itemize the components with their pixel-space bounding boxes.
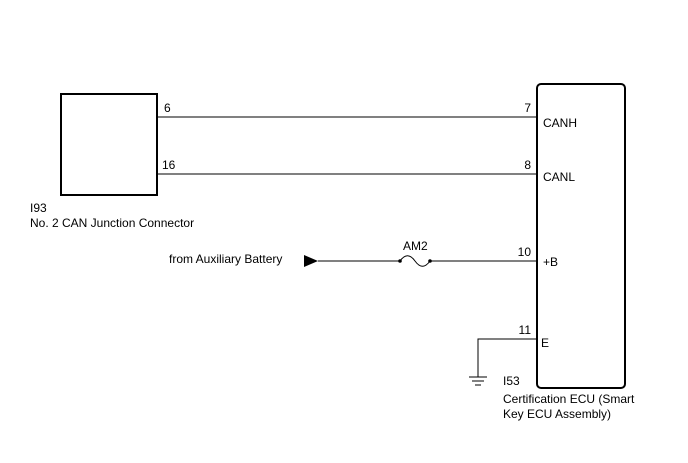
fuse-terminal-left xyxy=(398,259,402,263)
ecu-pin-canl-number: 8 xyxy=(524,158,531,172)
certification-ecu-box xyxy=(536,83,626,389)
junction-connector-name: No. 2 CAN Junction Connector xyxy=(30,216,194,230)
ecu-name-line2: Key ECU Assembly) xyxy=(503,407,611,421)
power-source-label: from Auxiliary Battery xyxy=(169,252,282,266)
ecu-code: I53 xyxy=(503,374,520,388)
ground-wire xyxy=(477,338,537,377)
ground-icon xyxy=(469,376,487,386)
ecu-name-line1: Certification ECU (Smart xyxy=(503,392,635,406)
ecu-pin-canl-label: CANL xyxy=(543,170,575,184)
ecu-pin-canh-number: 7 xyxy=(524,101,531,115)
junction-pin-canl: 16 xyxy=(162,158,176,172)
junction-connector-box xyxy=(60,93,158,196)
fuse-label: AM2 xyxy=(403,239,428,253)
junction-pin-canh: 6 xyxy=(164,101,171,115)
ecu-pin-e-label: E xyxy=(541,336,549,350)
ecu-pin-canh-label: CANH xyxy=(543,116,577,130)
ecu-pin-b-label: +B xyxy=(543,255,558,269)
ecu-pin-e-number: 11 xyxy=(519,323,532,337)
power-input-arrow-icon xyxy=(304,255,318,267)
am2-fuse-symbol xyxy=(399,255,431,267)
junction-connector-code: I93 xyxy=(30,201,47,215)
ecu-pin-b-number: 10 xyxy=(518,245,532,259)
